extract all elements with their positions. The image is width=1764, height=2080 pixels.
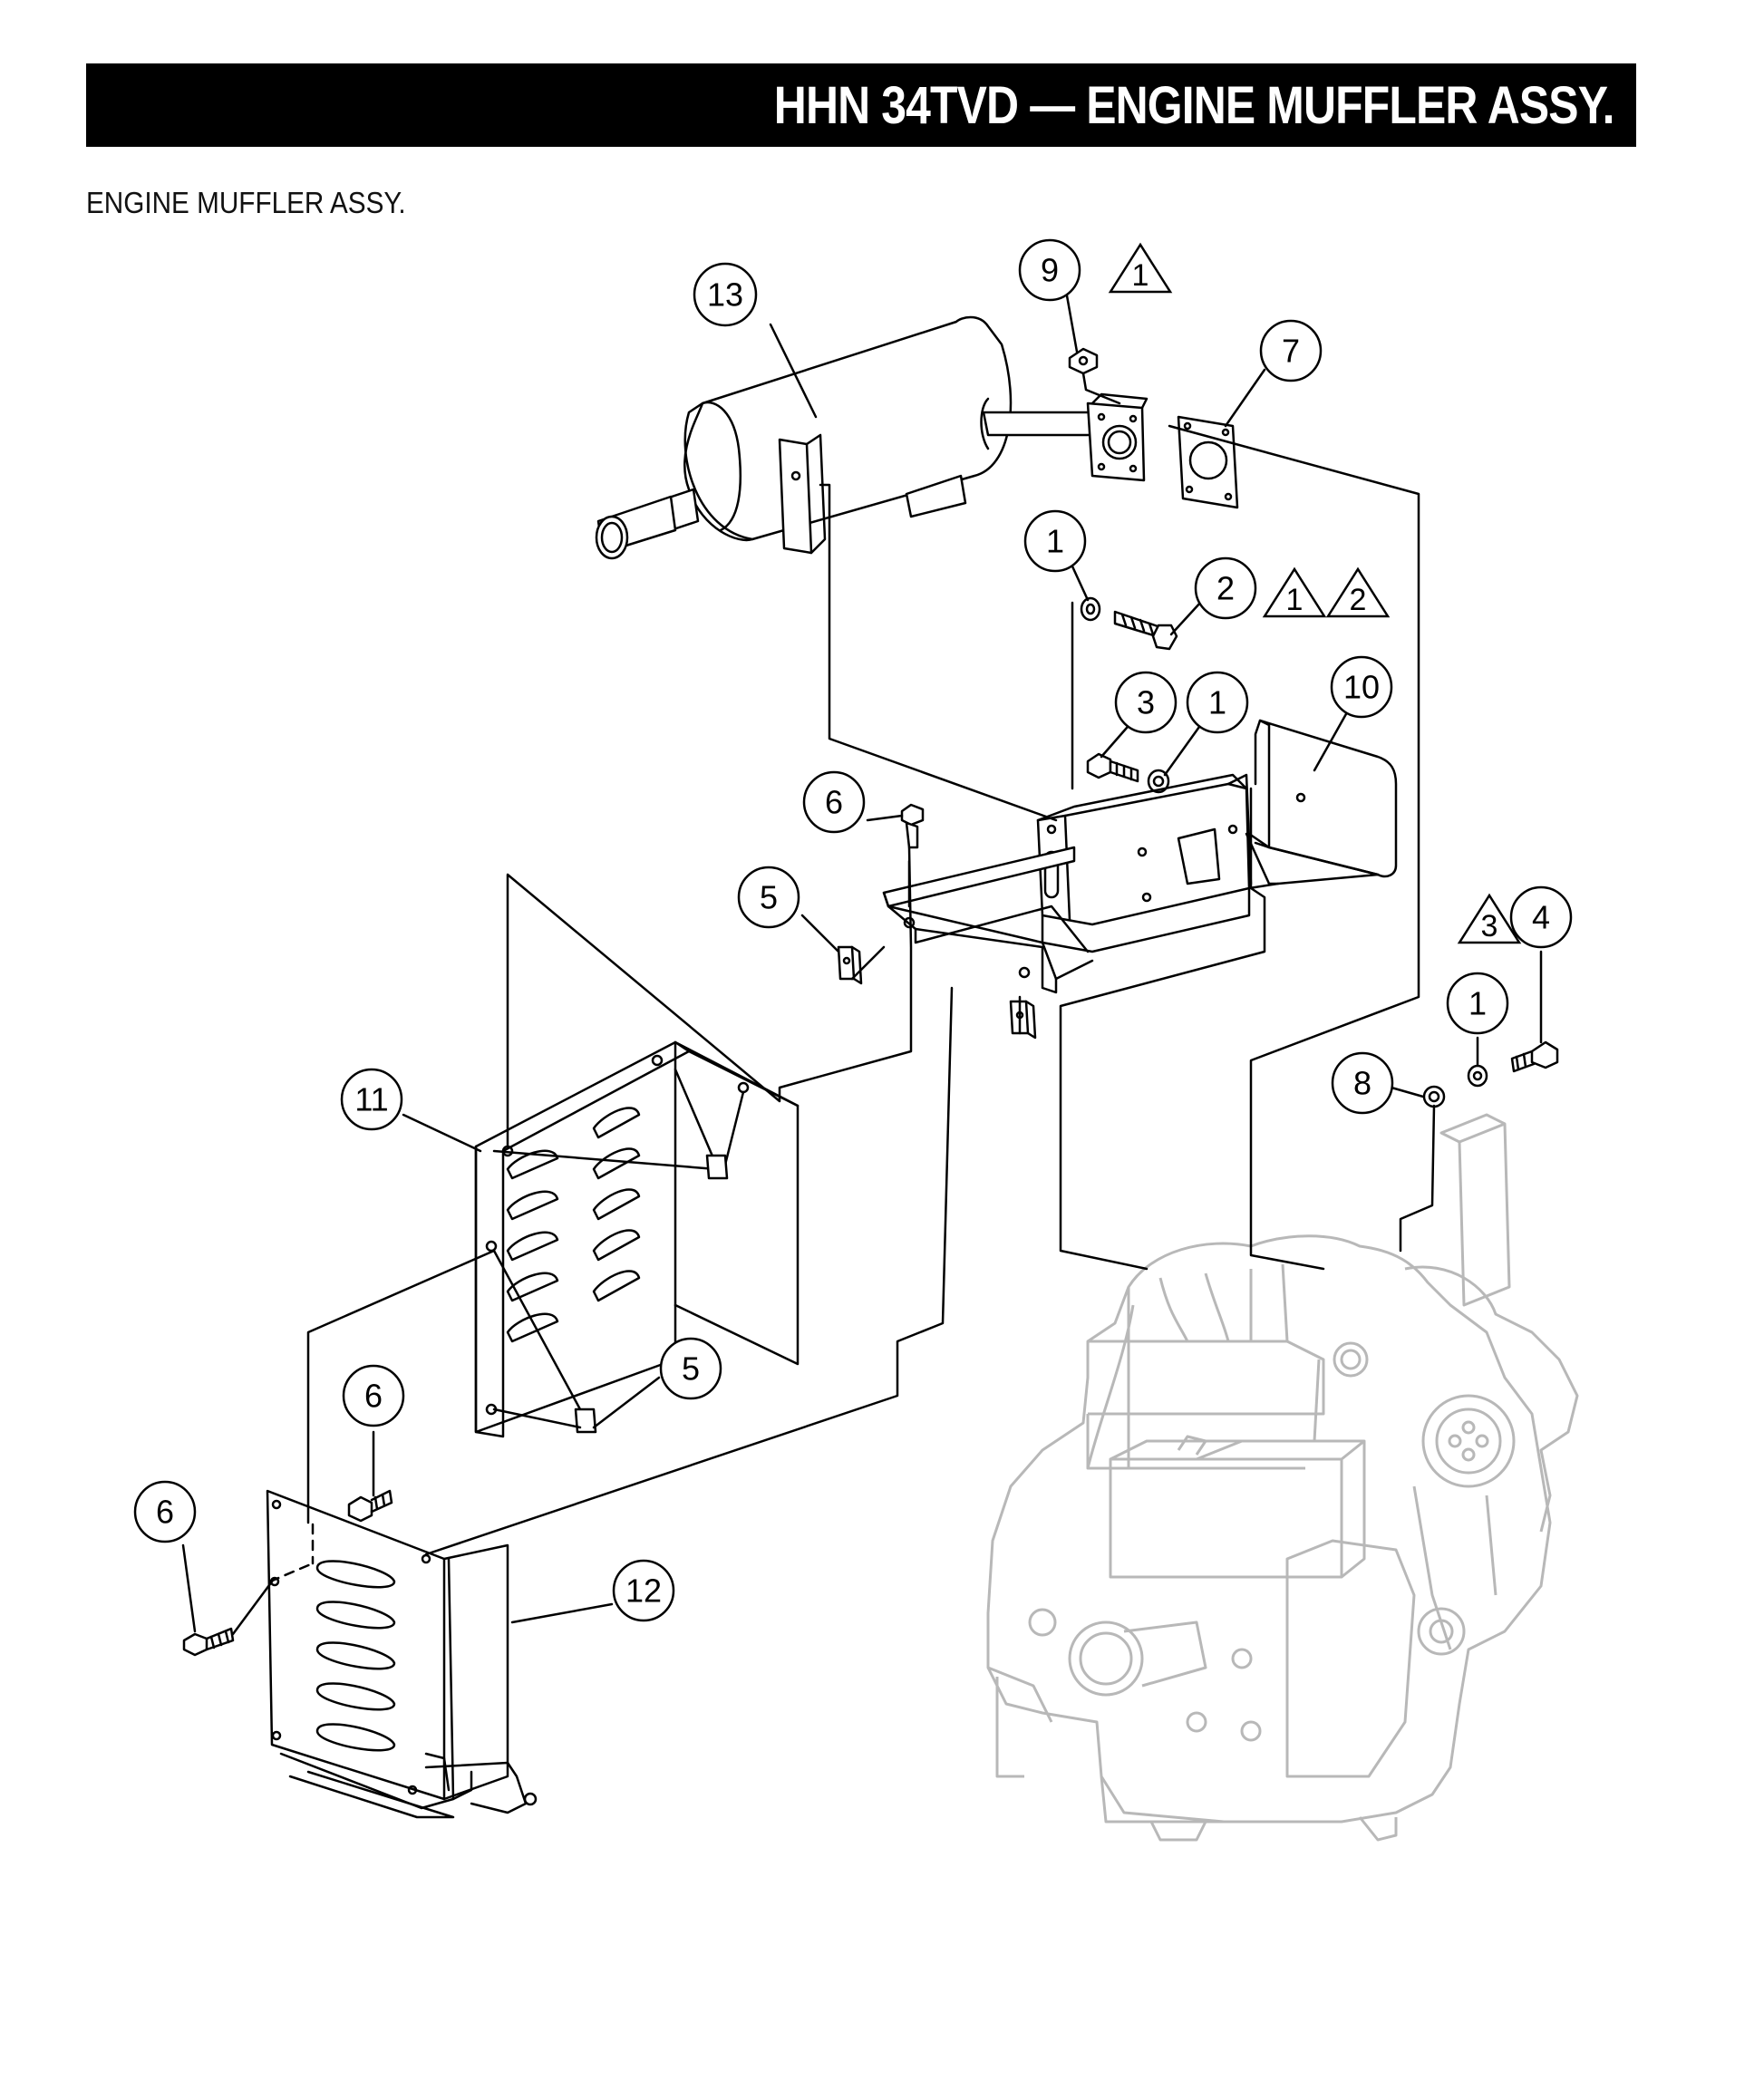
callout-1c-label: 1 (1468, 985, 1487, 1022)
muffler (595, 315, 1149, 560)
callout-2-label: 2 (1216, 570, 1235, 607)
callout-6a-label: 6 (825, 784, 843, 821)
callout-1b (1186, 671, 1249, 734)
callout-6c-label: 6 (156, 1494, 174, 1531)
callout-5b-label: 5 (682, 1350, 700, 1388)
callout-3-label: 3 (1137, 684, 1155, 721)
callout-6b (342, 1364, 405, 1427)
callout-2 (1194, 556, 1257, 620)
callout-12 (612, 1559, 675, 1622)
page-title: HHN 34TVD — ENGINE MUFFLER ASSY. (774, 75, 1615, 135)
callout-8-label: 8 (1353, 1065, 1371, 1102)
muffler-bracket (1036, 773, 1253, 953)
louvers-12 (315, 1560, 396, 1752)
callout-6c (133, 1480, 197, 1543)
heat-shield (1245, 719, 1398, 890)
nut (1068, 347, 1121, 405)
callout-1a (1023, 509, 1087, 573)
callout-9 (1018, 238, 1081, 302)
note-triangle-3 (1457, 893, 1522, 944)
louvered-shield (474, 1040, 800, 1438)
callout-8 (1331, 1051, 1394, 1115)
callout-4 (1509, 885, 1573, 949)
callout-6b-label: 6 (364, 1378, 383, 1415)
note-triangle-2 (1325, 566, 1391, 618)
bolt-upper (1071, 596, 1178, 790)
callout-13 (693, 262, 758, 327)
callout-5a-label: 5 (760, 879, 778, 916)
bolt-plate (882, 803, 1094, 994)
callout-4-label: 4 (1532, 899, 1550, 936)
callout-3 (1114, 671, 1178, 734)
bolt-right (1422, 1040, 1559, 1108)
callout-5a (737, 866, 800, 929)
note-1b-label: 1 (1286, 583, 1304, 617)
note-2-label: 2 (1350, 583, 1367, 617)
callouts (133, 238, 1573, 1622)
callout-11-label: 11 (354, 1081, 388, 1118)
callout-10 (1330, 655, 1393, 719)
callout-5b (659, 1337, 722, 1400)
callout-7 (1259, 319, 1323, 382)
callout-1a-label: 1 (1046, 523, 1064, 560)
assembly-lines (306, 424, 1436, 1556)
note-1a-label: 1 (1132, 258, 1149, 293)
section-subtitle: ENGINE MUFFLER ASSY. (86, 186, 406, 219)
front-panel (266, 1489, 538, 1819)
callout-1c (1446, 972, 1509, 1035)
bolt-middle (1086, 752, 1170, 794)
callout-1b-label: 1 (1208, 684, 1226, 721)
note-triangles (1108, 242, 1522, 944)
note-3-label: 3 (1481, 909, 1498, 943)
title-bar: HHN 34TVD — ENGINE MUFFLER ASSY. (86, 63, 1636, 147)
callout-9-label: 9 (1041, 252, 1059, 289)
callout-6a (802, 770, 866, 834)
callout-11 (340, 1068, 403, 1131)
bolt-lower-mid (347, 1489, 393, 1523)
note-triangle-1b (1262, 566, 1327, 618)
callout-7-label: 7 (1282, 333, 1300, 370)
clip-nuts (837, 945, 1037, 1040)
bolt-lower-left (182, 1580, 274, 1657)
callout-10-label: 10 (1343, 669, 1380, 706)
callout-13-label: 13 (707, 276, 743, 314)
note-triangle-1a (1108, 242, 1173, 294)
engine-drawing (986, 1113, 1579, 1842)
callout-12-label: 12 (625, 1572, 662, 1610)
